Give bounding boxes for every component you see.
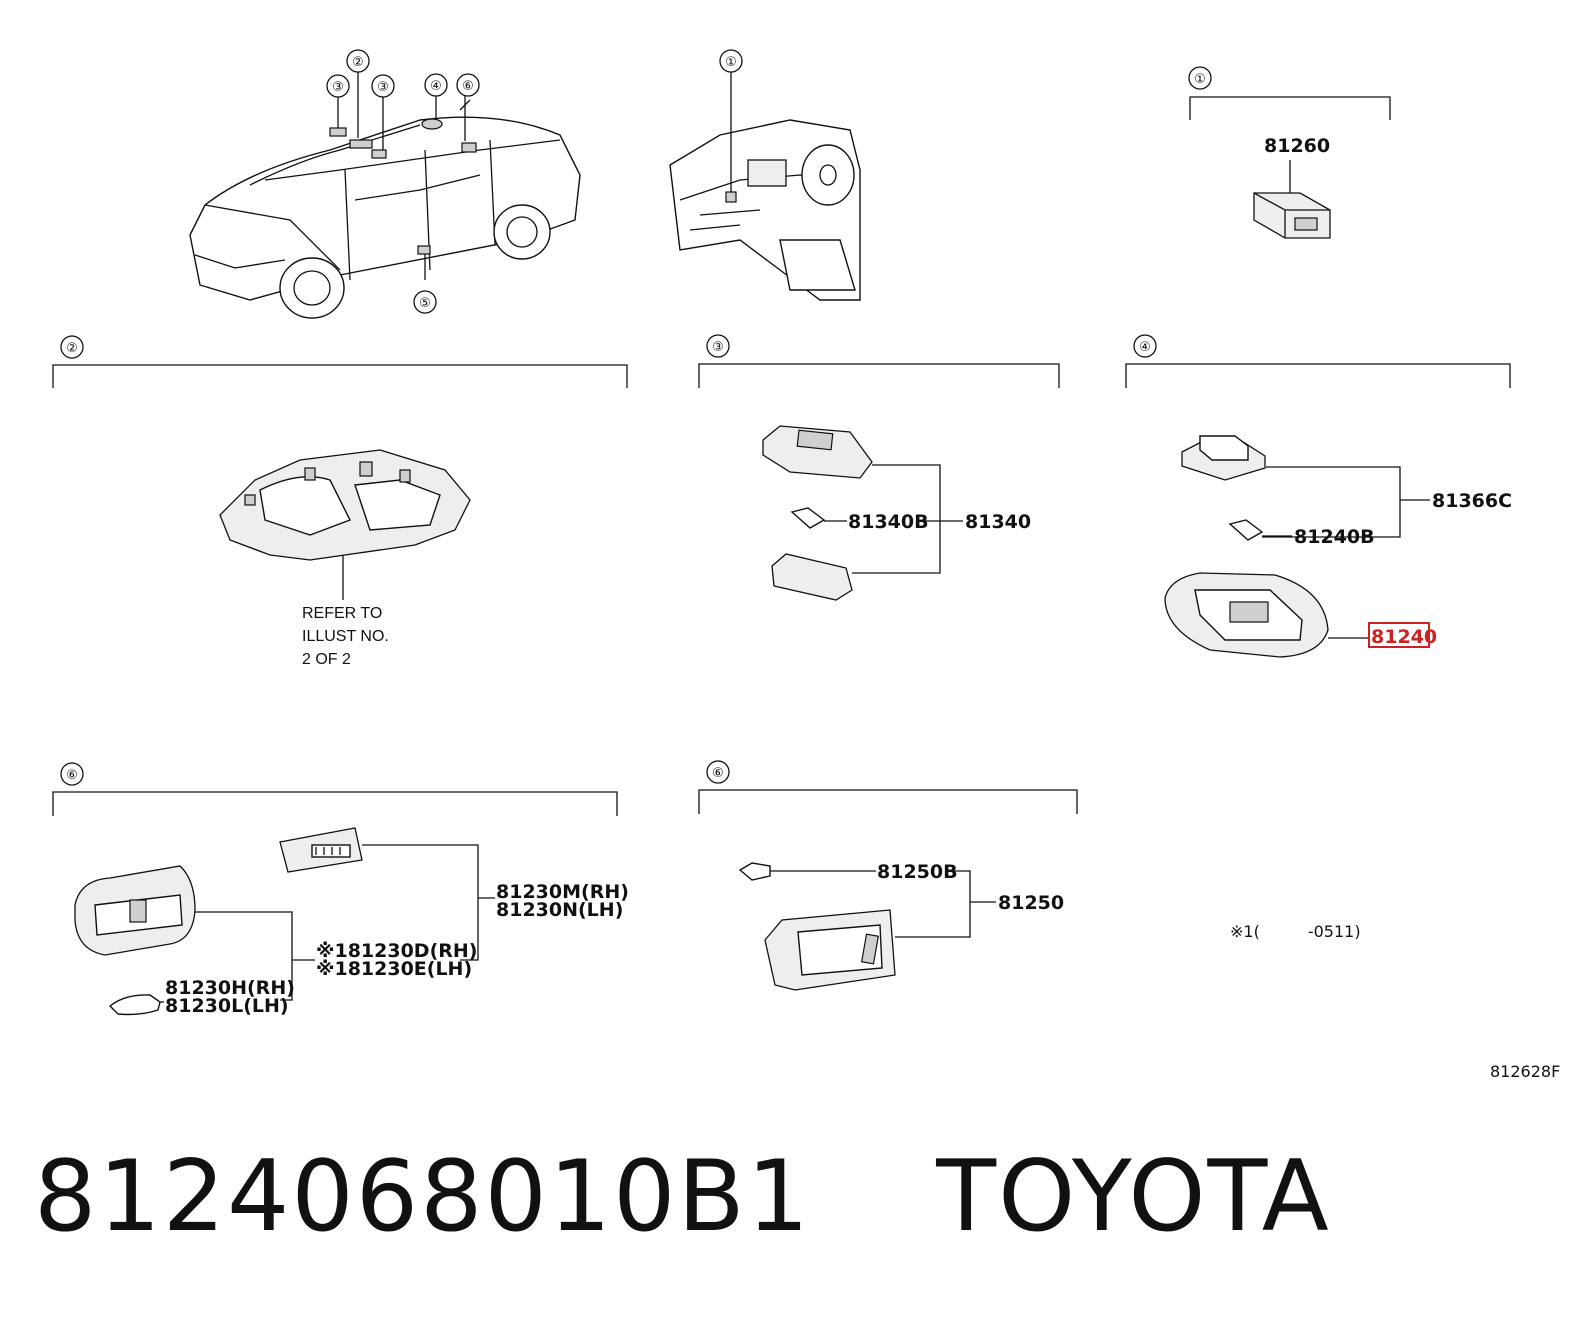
section-3: ③ 81340B 81340: [698, 334, 1060, 601]
highlight-box: [1368, 622, 1430, 648]
part-label-81230M: 81230M(RH): [496, 881, 629, 903]
callout-2: ②: [352, 55, 364, 70]
callout-6: ⑥: [462, 79, 474, 94]
part-number: 8124068010B1: [34, 1140, 812, 1254]
part-label-81366C: 81366C: [1432, 490, 1512, 512]
refer-note-line-3: 2 OF 2: [302, 651, 351, 668]
parts-diagram: ③ ② ③ ④ ⑥ ⑤ ① ① 81260 ②: [52, 49, 1560, 1081]
section-4-callout: ④: [1139, 340, 1151, 355]
section-1: ① 81260: [1188, 66, 1391, 239]
callout-1-dash: ①: [725, 55, 737, 70]
part-label-81260: 81260: [1264, 135, 1330, 157]
section-2: ② REFER TO ILLUST NO. 2 OF 2: [52, 335, 628, 668]
section-2-callout: ②: [66, 341, 78, 356]
callout-3: ③: [332, 80, 344, 95]
brand-name: TOYOTA: [936, 1140, 1331, 1254]
callout-5: ⑤: [419, 296, 431, 311]
car-callouts: ③ ② ③ ④ ⑥ ⑤: [326, 49, 480, 314]
section-6a-callout: ⑥: [66, 768, 78, 783]
refer-note-line-2: ILLUST NO.: [302, 628, 389, 645]
footer: 8124068010B1 TOYOTA: [34, 1132, 1331, 1262]
part-label-81250B: 81250B: [877, 861, 958, 883]
part-label-81230H: 81230H(RH): [165, 977, 295, 999]
section-1-callout: ①: [1194, 72, 1206, 87]
section-6b-callout: ⑥: [712, 766, 724, 781]
part-label-81250: 81250: [998, 892, 1064, 914]
car-illustration: [189, 72, 581, 319]
refer-note-line-1: REFER TO: [302, 605, 382, 622]
section-3-callout: ③: [712, 340, 724, 355]
part-label-81230D: ※181230D(RH): [316, 940, 477, 962]
part-label-81230N: 81230N(LH): [496, 899, 623, 921]
part-label-81240B: 81240B: [1294, 526, 1375, 548]
part-label-81230L: 81230L(LH): [165, 995, 289, 1017]
part-label-81340B: 81340B: [848, 511, 929, 533]
section-6-left: ⑥ 81230M(RH) 81230N(LH) ※181230D(RH) ※18…: [52, 762, 629, 1017]
section-4: ④ 81366C 81240B 81240: [1125, 334, 1512, 658]
part-label-81340: 81340: [965, 511, 1031, 533]
dashboard-illustration: ①: [669, 49, 861, 301]
part-label-81240-highlighted[interactable]: 81240: [1371, 626, 1437, 648]
callout-3: ③: [377, 80, 389, 95]
callout-4: ④: [430, 79, 442, 94]
part-label-81230E: ※181230E(LH): [316, 958, 472, 980]
illustration-code: 812628F: [1490, 1062, 1560, 1081]
footnote: ※1( -0511): [1230, 922, 1361, 941]
section-6-right: ⑥ 81250B 81250: [698, 760, 1078, 991]
